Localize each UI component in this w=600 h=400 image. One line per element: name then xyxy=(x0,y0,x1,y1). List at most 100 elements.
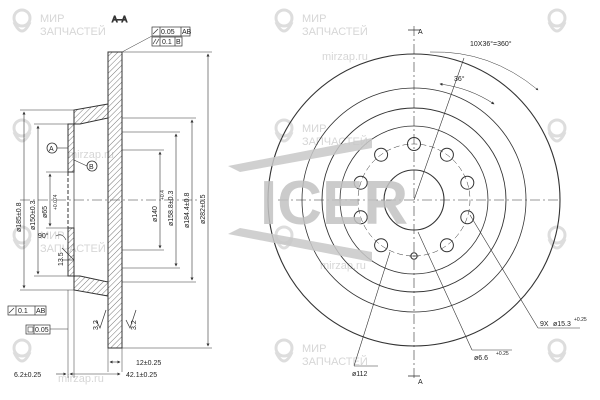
watermark-url-tm: mirzap.ru xyxy=(322,51,368,63)
datum-b-label: B xyxy=(89,164,94,171)
watermark-line1-bl: МИР xyxy=(40,230,64,242)
dim-184-label: ø184.4±0.8 xyxy=(184,193,191,228)
bolt-hole xyxy=(460,210,475,225)
dim-185-label: ø185±0.8 xyxy=(16,202,23,232)
bolt-hole xyxy=(439,238,454,253)
holes-9x-tolerance: +0.25 xyxy=(574,317,587,323)
roughness-right-symbol xyxy=(125,309,137,329)
watermark-tl: МИР ЗАПЧАСТЕЙ xyxy=(12,8,106,38)
tolerance-top-2-ref: B xyxy=(176,39,181,46)
hat-inner-edge xyxy=(339,125,489,275)
dim-6-label: 6.2±0.25 xyxy=(14,372,41,379)
angle-36-label: 36° xyxy=(454,75,465,83)
bolt-hole xyxy=(460,175,475,190)
bolt-hole xyxy=(353,175,368,190)
watermark-line2-tm: ЗАПЧАСТЕЙ xyxy=(302,25,368,38)
watermark-lm: МИР ЗАПЧАСТЕЙ xyxy=(274,338,368,368)
leader-9x-holes xyxy=(469,214,539,329)
front-view-labels: A A 10X36°=360° 36° 9X ø15.3 +0.25 ø6.6 … xyxy=(352,29,587,386)
hat-wall-bottom xyxy=(73,275,109,297)
watermark-line2-lm: ЗАПЧАСТЕЙ xyxy=(302,355,368,368)
tolerance-frame-top-2 xyxy=(151,36,183,47)
tolerance-frame-top-1 xyxy=(151,26,191,37)
section-marker-a-top: A xyxy=(418,29,423,36)
center-bore xyxy=(383,169,445,231)
datum-a-label: A xyxy=(49,146,54,153)
angle-36-arc xyxy=(439,82,495,105)
watermark-bl: МИР ЗАПЧАСТЕЙ xyxy=(12,225,106,255)
dim-12-label: 12±0.25 xyxy=(136,360,161,367)
watermark-line2-tl: ЗАПЧАСТЕЙ xyxy=(40,25,106,38)
section-view-labels: 0.05 AB 0.1 B 0.1 AB 0.05 A B ø185±0.8 ø… xyxy=(14,29,207,379)
bolt-circle-label: ø112 xyxy=(352,371,368,378)
angle-90-arc xyxy=(55,234,67,241)
dim-282-label: ø282±0.5 xyxy=(200,194,207,224)
watermark-line1-mm: МИР xyxy=(302,123,326,135)
pin-hole xyxy=(410,252,418,260)
tolerance-left-1-value: 0.1 xyxy=(18,308,28,315)
watermark-url-bm: mirzap.ru xyxy=(320,260,366,272)
hole-6-6-label: ø6.6 xyxy=(474,355,488,362)
tolerance-top-1-value: 0.05 xyxy=(161,29,175,36)
watermark-mr xyxy=(547,118,567,143)
watermark-line1-tm: МИР xyxy=(302,13,326,25)
dim-65-label: ø65 xyxy=(42,206,49,218)
watermark-ll: mirzap.ru xyxy=(12,338,104,385)
roughness-left-symbol xyxy=(95,309,107,329)
disc-outer-edge xyxy=(267,53,561,347)
tolerance-frame-left-1 xyxy=(7,305,47,316)
tolerance-left-2-value: 0.05 xyxy=(35,327,49,334)
leader-bolt-circle xyxy=(353,251,391,367)
hat-outer-edge xyxy=(321,107,507,293)
braking-ring-section xyxy=(107,51,123,349)
disc-inner-ring xyxy=(301,87,527,313)
watermark-lr xyxy=(547,338,567,363)
holes-9x-label: 9X xyxy=(540,321,549,328)
bolt-holes xyxy=(353,137,475,260)
logo-swoosh-bottom xyxy=(228,228,372,262)
watermark-url-ll: mirzap.ru xyxy=(58,373,104,385)
holes-9x-diameter: ø15.3 xyxy=(553,321,571,328)
angle-90-label: 90° xyxy=(38,232,49,240)
hole-6-6-tolerance: +0.25 xyxy=(496,351,509,357)
angle-10x36-label: 10X36°=360° xyxy=(470,40,512,48)
angle-10x36-arc xyxy=(429,51,539,91)
watermark-url-ml: mirzap.ru xyxy=(68,149,114,161)
tolerance-top-1-ref: AB xyxy=(182,29,192,36)
dim-13-label: 13.5 xyxy=(58,252,65,266)
section-view: A–A xyxy=(7,15,212,378)
logo-text: ICER xyxy=(260,169,408,238)
watermark-tm: МИР ЗАПЧАСТЕЙ mirzap.ru xyxy=(274,8,368,63)
bolt-hole xyxy=(374,238,389,253)
bolt-hole xyxy=(439,147,454,162)
watermark-tr xyxy=(547,8,567,33)
hat-wall-top xyxy=(73,103,109,125)
roughness-left-label: 3.2 xyxy=(93,320,100,330)
dim-140-label: ø140 xyxy=(152,206,159,222)
bolt-hole xyxy=(374,147,389,162)
roughness-right-label: 3.2 xyxy=(131,320,138,330)
bolt-hole xyxy=(407,137,421,151)
dim-158-label: ø158.8±0.3 xyxy=(168,191,175,226)
front-view xyxy=(267,26,580,380)
tolerance-left-1-ref: AB xyxy=(36,308,46,315)
bolt-circle xyxy=(357,143,471,257)
tolerance-top-2-value: 0.1 xyxy=(162,39,172,46)
watermark-line1-tl: МИР xyxy=(40,13,64,25)
hub-face-bottom xyxy=(67,227,75,277)
dim-140-tolerance: +0.4 xyxy=(160,190,166,200)
dim-42-label: 42.1±0.25 xyxy=(126,372,157,379)
brand-logo: ICER xyxy=(228,138,408,262)
section-marker-a-bottom: A xyxy=(418,379,423,386)
leader-6-6-hole xyxy=(417,231,473,351)
logo-swoosh-top xyxy=(228,138,372,172)
tolerance-frame-left-2 xyxy=(25,324,51,335)
watermark-line1-lm: МИР xyxy=(302,343,326,355)
dim-150-label: ø150±0.3 xyxy=(30,200,37,230)
bolt-hole xyxy=(353,210,368,225)
watermark-ml: mirzap.ru xyxy=(12,118,114,161)
dim-65-tolerance: +0.074 xyxy=(53,194,59,210)
hub-face-top xyxy=(67,123,75,173)
